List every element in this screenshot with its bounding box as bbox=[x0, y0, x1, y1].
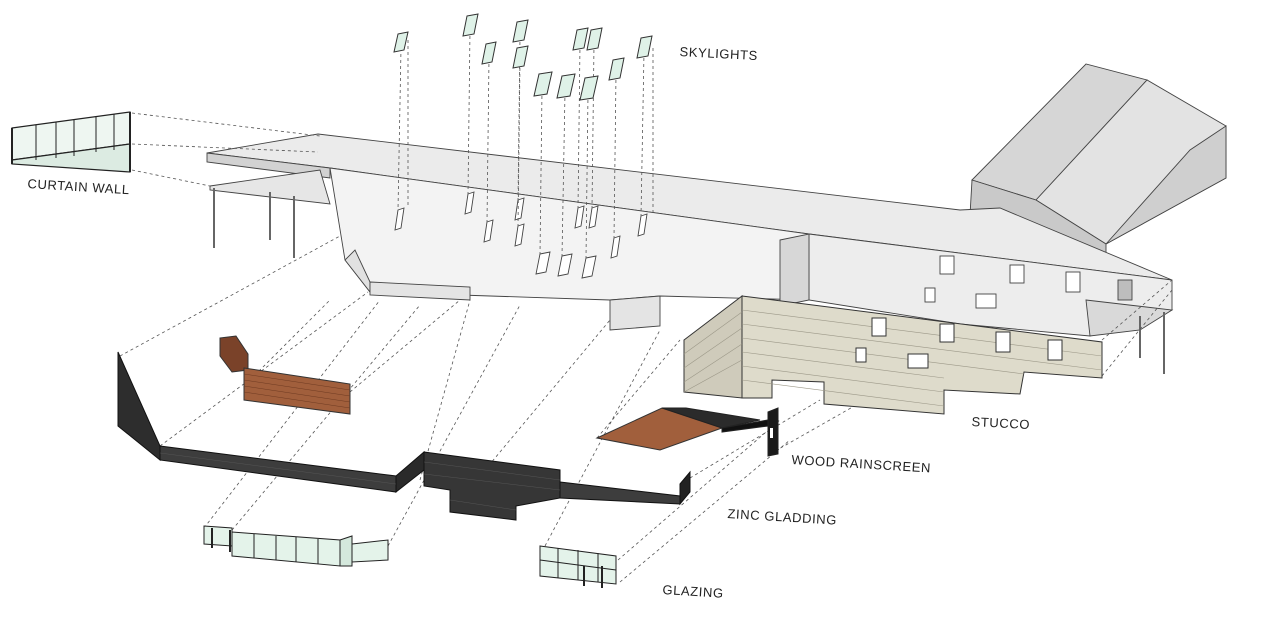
stucco-wall bbox=[683, 294, 1103, 415]
glazing-right bbox=[539, 545, 617, 588]
wood-rainscreen-right bbox=[595, 407, 779, 457]
skylight-panes bbox=[393, 13, 653, 101]
wood-rainscreen-left bbox=[219, 335, 351, 415]
canopy-columns bbox=[213, 188, 1165, 374]
curtain-wall-assembly bbox=[11, 111, 131, 173]
rear-gable-volume bbox=[969, 63, 1227, 261]
skylight-openings bbox=[394, 191, 648, 279]
main-body bbox=[329, 167, 1174, 337]
label-stucco: STUCCO bbox=[971, 414, 1031, 433]
zinc-cladding bbox=[117, 351, 691, 521]
glazing-left bbox=[203, 525, 389, 567]
